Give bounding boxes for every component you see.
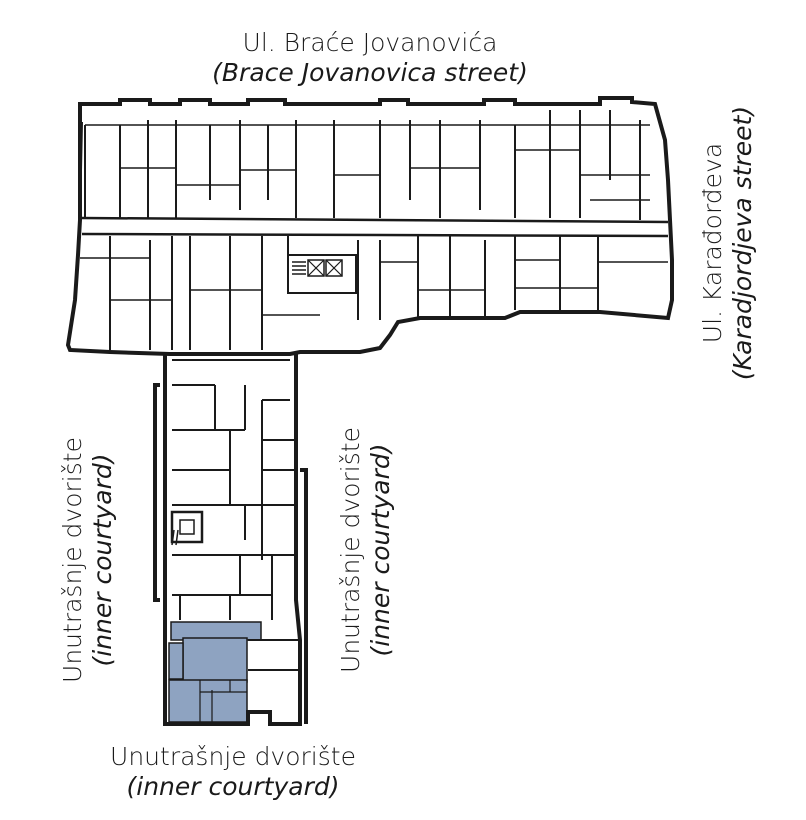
south-courtyard-translation: (inner courtyard) (126, 772, 340, 801)
north-street-label: Ul. Braće Jovanovića (Brace Jovanovica s… (150, 28, 590, 88)
west-courtyard-translation: (inner courtyard) (88, 453, 117, 667)
east-street-translation: (Karadjordjeva street) (728, 105, 757, 381)
south-courtyard-name: Unutrašnje dvorište (110, 742, 356, 771)
east-street-label: Ul. Karađorđeva (Karadjordjeva street) (698, 68, 758, 418)
south-courtyard-label: Unutrašnje dvorište (inner courtyard) (68, 742, 398, 802)
west-courtyard-name: Unutrašnje dvorište (58, 437, 87, 683)
highlighted-unit[interactable] (168, 621, 262, 723)
middle-courtyard-label: Unutrašnje dvorište (inner courtyard) (336, 410, 396, 690)
middle-courtyard-name: Unutrašnje dvorište (336, 427, 365, 673)
north-street-translation: (Brace Jovanovica street) (212, 58, 528, 87)
middle-courtyard-translation: (inner courtyard) (366, 443, 395, 657)
west-courtyard-label: Unutrašnje dvorište (inner courtyard) (58, 410, 118, 710)
building-walls (65, 96, 674, 726)
north-street-name: Ul. Braće Jovanovića (242, 28, 498, 57)
east-street-name: Ul. Karađorđeva (698, 142, 727, 344)
